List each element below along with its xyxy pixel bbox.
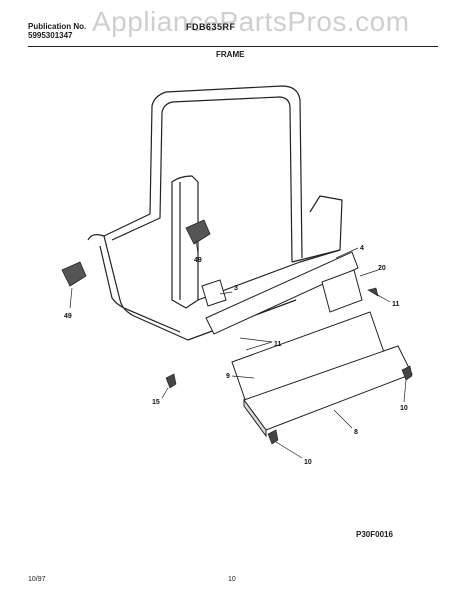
screw-10-right [401, 365, 413, 381]
callout-4: 4 [360, 245, 364, 252]
screw-11 [367, 287, 379, 297]
footer-page-number: 10 [228, 576, 236, 583]
frame-rail-inner [111, 96, 293, 263]
part-20-block [321, 269, 363, 313]
lower-panel-face [243, 398, 267, 438]
frame-base-rail [197, 249, 341, 301]
figure-code: P30F0016 [356, 530, 393, 539]
frame-rail-left [87, 234, 189, 341]
screw-10-bottom [267, 429, 279, 445]
callout-11-center: 11 [274, 341, 282, 348]
callout-10-bottom: 10 [304, 459, 312, 466]
bracket-49-left [61, 261, 87, 287]
callout-49-center: 49 [194, 257, 202, 264]
callout-3: 3 [234, 285, 238, 292]
publication-info: Publication No. 5995301347 [28, 22, 86, 40]
callout-49-left: 49 [64, 313, 72, 320]
callout-10-right: 10 [400, 405, 408, 412]
publication-number: 5995301347 [28, 31, 73, 40]
footer-date: 10/97 [28, 576, 46, 583]
callout-11-right: 11 [392, 301, 400, 308]
frame-post-front [171, 175, 199, 309]
header-rule [28, 46, 438, 47]
frame-rail-right [291, 195, 343, 263]
model-number: FDB635RF [186, 22, 236, 32]
callout-9: 9 [226, 373, 230, 380]
bracket-49-center [185, 219, 211, 245]
frame-rail-left-inner [99, 245, 181, 333]
control-panel-strip [205, 251, 359, 335]
section-title: FRAME [216, 50, 245, 59]
screw-15 [165, 373, 177, 389]
watermark-text: AppliancePartsPros.com [92, 6, 410, 37]
callout-15: 15 [152, 399, 160, 406]
publication-label: Publication No. [28, 22, 87, 31]
frame-rail-outer [103, 85, 303, 259]
callout-20: 20 [378, 265, 386, 272]
panel-switch [201, 279, 227, 307]
callout-8: 8 [354, 429, 358, 436]
